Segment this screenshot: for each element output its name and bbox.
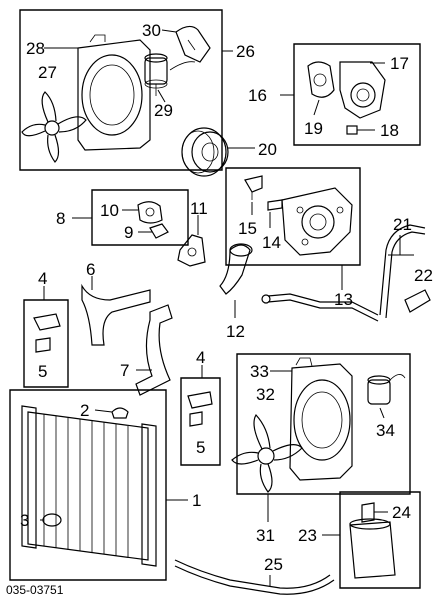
- callout-32: 32: [256, 385, 275, 404]
- callout-26: 26: [236, 42, 255, 61]
- water-inlet-12: [219, 243, 253, 318]
- callout-1: 1: [192, 491, 201, 510]
- callout-33: 33: [250, 362, 269, 381]
- callout-21: 21: [393, 215, 412, 234]
- bracket-group-4-center: [180, 365, 221, 466]
- radiator-hose-7: [135, 304, 173, 396]
- heater-pipes-21: [379, 224, 431, 319]
- callout-labels: 1 2 3 4 4 5 5 6 7 8 9 10 11 12 13 14 15 …: [6, 21, 433, 597]
- diagram-code: 035-03751: [6, 583, 64, 597]
- water-outlet-11: [177, 215, 206, 267]
- wiring-harness-30: [169, 25, 211, 71]
- bypass-pipe-13: [261, 265, 379, 322]
- hose-joint-group-8: [72, 189, 189, 246]
- callout-18: 18: [380, 121, 399, 140]
- callout-27: 27: [38, 63, 57, 82]
- radiator-hose-6: [81, 276, 151, 346]
- callout-7: 7: [120, 361, 129, 380]
- callout-12: 12: [226, 322, 245, 341]
- callout-24: 24: [392, 503, 411, 522]
- fan-motor-29: [144, 53, 168, 96]
- callout-8: 8: [56, 209, 65, 228]
- callout-29: 29: [154, 101, 173, 120]
- radiator-1: [9, 389, 188, 581]
- callout-9: 9: [124, 223, 133, 242]
- callout-17: 17: [390, 54, 409, 73]
- callout-3: 3: [20, 511, 29, 530]
- callout-19: 19: [304, 119, 323, 138]
- coolant-reservoir-group-23: [322, 491, 421, 589]
- water-pump-group-13: [225, 167, 361, 266]
- callout-34: 34: [376, 421, 395, 440]
- callout-15: 15: [238, 219, 257, 238]
- callout-4-left: 4: [38, 269, 47, 288]
- callout-30: 30: [142, 21, 161, 40]
- callout-13: 13: [334, 290, 353, 309]
- callout-22: 22: [414, 266, 433, 285]
- callout-5-center: 5: [196, 438, 205, 457]
- bracket-group-4-left: [23, 286, 69, 388]
- condenser-fan-blade-32: [231, 414, 303, 493]
- callout-23: 23: [298, 526, 317, 545]
- callout-4-center: 4: [196, 348, 205, 367]
- callout-6: 6: [86, 260, 95, 279]
- fan-assembly-group-26: [19, 9, 233, 171]
- callout-14: 14: [262, 233, 281, 252]
- callout-2: 2: [80, 401, 89, 420]
- water-pump-pulley-20: [181, 127, 255, 177]
- callout-28: 28: [26, 39, 45, 58]
- callout-25: 25: [264, 555, 283, 574]
- fan-blade-27: [21, 91, 87, 163]
- overflow-hose-25: [174, 559, 335, 595]
- callout-5-left: 5: [38, 362, 47, 381]
- callout-16: 16: [248, 86, 267, 105]
- condenser-fan-motor-34: [367, 374, 406, 405]
- radiator-core-fins: [43, 414, 129, 558]
- thermostat-housing-group-16: [280, 43, 421, 146]
- callout-31: 31: [256, 526, 275, 545]
- callout-11: 11: [190, 199, 208, 218]
- callout-10: 10: [100, 201, 119, 220]
- condenser-fan-group-31: [231, 353, 411, 522]
- callout-20: 20: [258, 140, 277, 159]
